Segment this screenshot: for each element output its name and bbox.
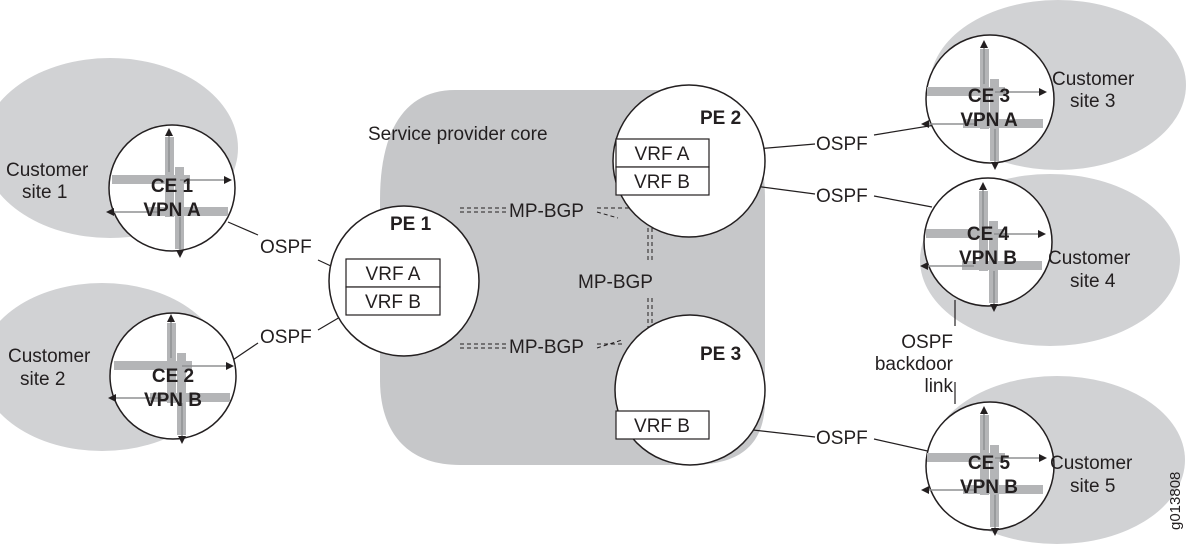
mpbgp-pe1-pe3-d — [596, 339, 623, 349]
svg-text:VPN B: VPN B — [959, 248, 1017, 269]
link-ospf3-ce3 — [873, 124, 936, 136]
svg-text:PE 3: PE 3 — [700, 344, 741, 365]
pe3-router: PE 3 VRF B — [614, 314, 766, 466]
mpbgp-label-pe2-pe3: MP-BGP — [578, 272, 653, 293]
svg-text:CE 1: CE 1 — [151, 176, 194, 197]
site-2-label-line1: Customer — [8, 346, 91, 367]
pe1-vrf-b: VRF B — [365, 292, 421, 313]
site-3-label-line1: Customer — [1052, 69, 1135, 90]
ospf-label-ce3: OSPF — [816, 134, 868, 155]
site-4-label-line2: site 4 — [1070, 271, 1116, 292]
ospf-label-ce2: OSPF — [260, 327, 312, 348]
site-5-label-line2: site 5 — [1070, 476, 1115, 497]
pe1-vrf-a: VRF A — [366, 264, 421, 285]
svg-text:CE 5: CE 5 — [968, 453, 1011, 474]
mpbgp-pe1-pe2-d — [596, 211, 619, 219]
ce1-router: CE 1 VPN A — [108, 124, 236, 254]
svg-text:PE 2: PE 2 — [700, 108, 741, 129]
backdoor-label-line2: backdoor — [875, 354, 954, 375]
site-5-label-line1: Customer — [1050, 453, 1133, 474]
mpbgp-label-pe1-pe2: MP-BGP — [509, 201, 584, 222]
pe2-vrf-b: VRF B — [634, 172, 690, 193]
svg-text:PE 1: PE 1 — [390, 214, 432, 235]
link-ospf4-ce4 — [873, 195, 933, 208]
svg-text:CE 2: CE 2 — [152, 366, 194, 387]
site-3-label-line2: site 3 — [1070, 91, 1115, 112]
svg-text:VPN B: VPN B — [144, 390, 202, 411]
svg-text:VPN A: VPN A — [143, 200, 201, 221]
pe2-vrf-a: VRF A — [635, 144, 690, 165]
ospf-label-ce1: OSPF — [260, 237, 312, 258]
figure-id: g013808 — [1167, 472, 1184, 530]
backdoor-label-line1: OSPF — [901, 332, 953, 353]
site-1-label-line1: Customer — [6, 160, 89, 181]
ce2-router: CE 2 VPN B — [109, 312, 237, 440]
ce5-router: CE 5 VPN B — [925, 401, 1055, 532]
pe1-router: PE 1 VRF A VRF B — [328, 205, 480, 357]
pe2-router: PE 2 VRF A VRF B — [612, 84, 766, 238]
svg-text:VPN A: VPN A — [960, 110, 1018, 131]
ce4-router: CE 4 VPN B — [923, 177, 1053, 308]
backdoor-label-line3: link — [924, 376, 953, 397]
core-label: Service provider core — [368, 124, 548, 145]
mpbgp-label-pe1-pe3: MP-BGP — [509, 337, 584, 358]
ospf-label-ce5: OSPF — [816, 428, 868, 449]
svg-text:CE 4: CE 4 — [967, 224, 1010, 245]
site-1-label-line2: site 1 — [22, 182, 67, 203]
site-4-label-line1: Customer — [1048, 248, 1131, 269]
pe3-vrf-b: VRF B — [634, 416, 690, 437]
site-2-label-line2: site 2 — [20, 369, 65, 390]
ospf-label-ce4: OSPF — [816, 186, 868, 207]
svg-text:CE 3: CE 3 — [968, 86, 1010, 107]
link-ospf5-ce5 — [873, 438, 933, 453]
ce3-router: CE 3 VPN A — [925, 34, 1055, 166]
svg-text:VPN B: VPN B — [960, 477, 1018, 498]
link-ce1-pe1 — [227, 221, 259, 236]
